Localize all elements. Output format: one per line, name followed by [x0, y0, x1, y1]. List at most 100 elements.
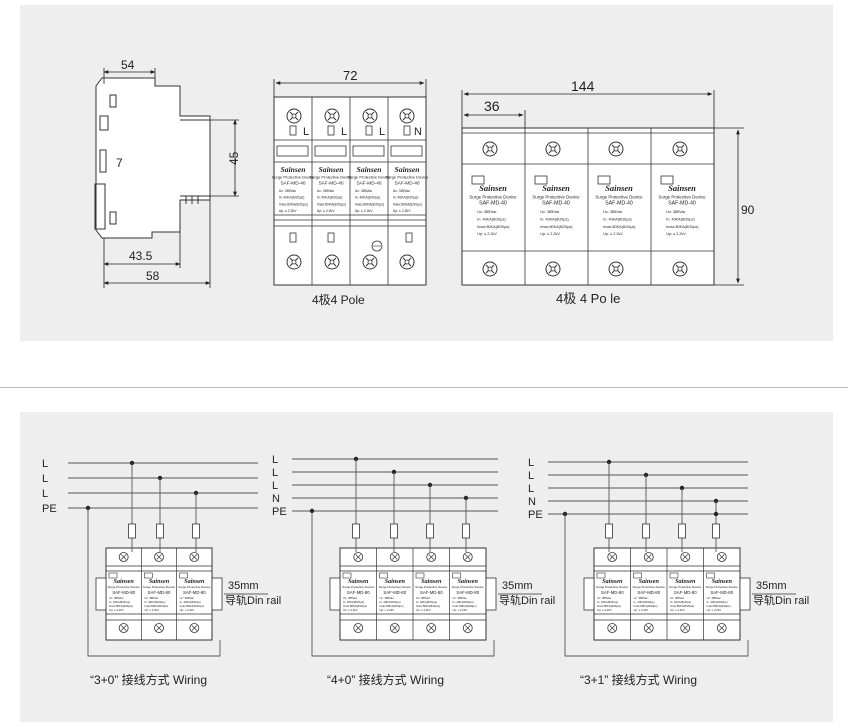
- tap-wire: [605, 459, 613, 552]
- spec-line: Up: ≤ 2.2kV: [453, 608, 468, 612]
- spec-line: Imax:80KA(8/20μs): [343, 604, 367, 608]
- model-label: SAF-MD-80: [710, 590, 733, 595]
- tap-wire: [462, 495, 470, 552]
- subtitle-label: Surge Protective Device: [386, 175, 430, 180]
- spec-line: In: 40KA(8/20μs): [317, 196, 343, 200]
- spec-line: Up: ≤ 2.2kV: [416, 608, 431, 612]
- pe-ground-wire: [562, 511, 749, 657]
- model-label: SAF-MD-80: [347, 590, 370, 595]
- pole-label-2: L: [341, 126, 347, 138]
- terminal-screw-icon: [353, 623, 364, 633]
- fuse-icon: [678, 523, 686, 539]
- spec-line: In: 40KA(8/20μs): [355, 196, 381, 200]
- subtitle-label: Surge Protective Device: [706, 585, 739, 589]
- terminal-screw-icon: [118, 623, 129, 633]
- fuse-icon: [712, 523, 720, 539]
- spec-line: Up: ≤ 2.2kV: [540, 232, 560, 236]
- subtitle-label: Surge Protective Device: [143, 585, 176, 589]
- bus-label: PE: [272, 506, 287, 518]
- terminal-screw-icon: [426, 623, 437, 633]
- pole-view-drawing: [273, 96, 427, 286]
- brand-label: Sainsen: [602, 578, 623, 585]
- terminal-screw-icon: [680, 623, 691, 633]
- tap-wire: [678, 485, 686, 552]
- spec-line: Up: ≤ 2.2kV: [634, 608, 649, 612]
- pole-label-1: L: [303, 126, 309, 138]
- terminal-screw-icon: [716, 623, 727, 633]
- tap-wire: [352, 456, 360, 552]
- wiring-caption: “3+1” 接线方式 Wiring: [580, 672, 697, 687]
- fuse-icon: [426, 523, 434, 539]
- din-rail-label: 导轨Din rail: [499, 593, 555, 607]
- spec-line: In: 40KA(8/20μs): [180, 600, 201, 604]
- terminal-screw-icon: [189, 623, 200, 633]
- spec-line: In: 40KA(8/20μs): [279, 196, 305, 200]
- spec-line: Up: ≤ 2.2kV: [707, 608, 722, 612]
- brand-label: Sainsen: [357, 165, 382, 174]
- tap-wire: [128, 460, 136, 552]
- subtitle-label: Surge Protective Device: [379, 585, 412, 589]
- spec-line: Imax:80KA(8/20μs): [707, 604, 731, 608]
- spec-line: Up: ≤ 2.2kV: [603, 232, 623, 236]
- subtitle-label: Surge Protective Device: [310, 175, 354, 180]
- spec-line: Up: ≤ 2.2kV: [597, 608, 612, 612]
- spec-line: Imax:80KA(8/20μs): [670, 604, 694, 608]
- fuse-icon: [605, 523, 613, 539]
- brand-label: Sainsen: [395, 165, 420, 174]
- pole-label-4: N: [414, 126, 422, 138]
- dim-36-label: 36: [484, 98, 500, 114]
- terminal-screw-icon: [643, 552, 654, 562]
- model-label: SAF-MD-40: [479, 201, 507, 207]
- spec-line: Up: ≤ 2.2kV: [317, 209, 336, 213]
- spec-line: In: 40KA(8/20μs): [416, 600, 437, 604]
- spec-line: Uc: 385Vac: [597, 596, 612, 600]
- spec-line: In: 40KA(8/20μs): [707, 600, 728, 604]
- spec-line: Uc: 385Vac: [670, 596, 685, 600]
- spec-line: Imax:80KA(8/20μs): [109, 604, 133, 608]
- terminal-screw-icon: [607, 552, 618, 562]
- wiring-caption: “3+0” 接线方式 Wiring: [90, 672, 207, 687]
- terminal-screw-icon: [353, 552, 364, 562]
- subtitle-label: Surge Protective Device: [658, 194, 706, 199]
- pe-ground-wire: [309, 508, 495, 657]
- spec-line: In: 40KA(8/20μs): [393, 196, 419, 200]
- brand-label: Sainsen: [675, 578, 696, 585]
- din-clip-right: [211, 577, 223, 611]
- pe-ground-wire: [85, 505, 221, 657]
- terminal-screw-icon: [643, 623, 654, 633]
- terminal-screw-icon: [154, 623, 164, 633]
- fuse-icon: [128, 523, 136, 539]
- terminal-screw-icon: [680, 552, 691, 562]
- subtitle-label: Surge Protective Device: [108, 585, 141, 589]
- spec-line: Imax:80KA(8/20μs): [180, 604, 204, 608]
- spec-line: Uc: 385Vac: [317, 189, 335, 193]
- rail-size-label: 35mm: [756, 580, 787, 592]
- spec-line: Uc: 385Vac: [540, 210, 559, 214]
- fuse-icon: [192, 523, 200, 539]
- spec-line: Imax:80KA(8/20μs): [603, 225, 636, 229]
- spec-line: Imax:80KA(8/20μs): [634, 604, 658, 608]
- bus-label: L: [528, 457, 534, 469]
- spec-line: Imax:80KA(8/20μs): [416, 604, 440, 608]
- bus-label: L: [42, 488, 48, 500]
- subtitle-label: Surge Protective Device: [596, 585, 629, 589]
- brand-label: Sainsen: [479, 184, 507, 193]
- spec-line: Up: ≤ 2.2kV: [343, 608, 358, 612]
- terminal-screw-icon: [607, 623, 618, 633]
- spec-line: Uc: 385Vac: [355, 189, 373, 193]
- subtitle-label: Surge Protective Device: [272, 175, 316, 180]
- tap-wire: [390, 469, 398, 552]
- terminal-screw-icon: [716, 552, 727, 562]
- model-label: SAF-MD-80: [148, 590, 171, 595]
- spec-line: Uc: 385Vac: [279, 189, 297, 193]
- fuse-icon: [390, 523, 398, 539]
- model-label: SAF-MD-80: [456, 590, 479, 595]
- spec-line: Uc: 385Vac: [477, 210, 496, 214]
- model-label: SAF-MD-40: [394, 180, 419, 186]
